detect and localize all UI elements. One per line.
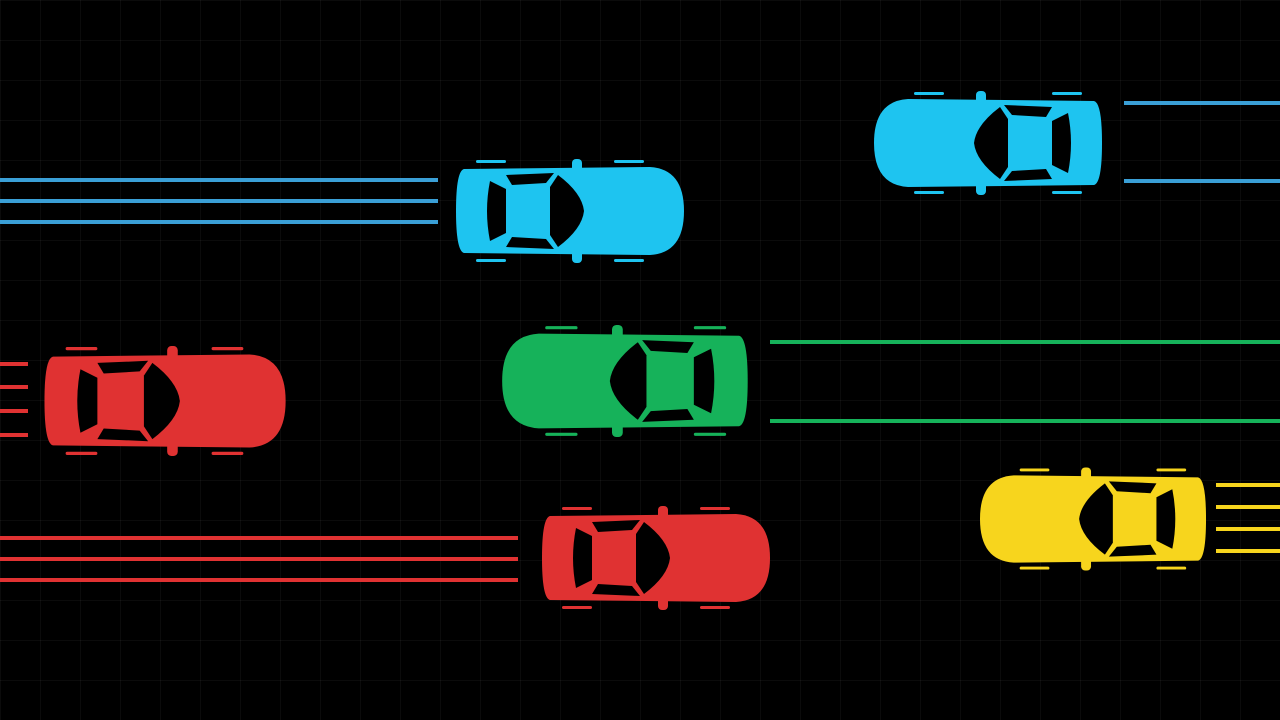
trail-blue-top-center [0, 178, 438, 224]
car-blue-top-right-icon [874, 91, 1102, 195]
car-red-left-icon [44, 346, 286, 456]
cars [44, 91, 1207, 610]
trail-yellow-right [1216, 483, 1280, 553]
car-yellow-right-icon [980, 467, 1207, 571]
car-blue-top-center-icon [456, 159, 684, 263]
car-green-center-icon [502, 325, 748, 437]
trail-red-left [0, 362, 28, 437]
car-red-bottom-icon [542, 506, 770, 610]
trail-green-center [770, 340, 1280, 423]
trail-blue-top-right [1124, 101, 1280, 183]
speed-trails [0, 101, 1280, 582]
trail-red-bottom [0, 536, 518, 582]
